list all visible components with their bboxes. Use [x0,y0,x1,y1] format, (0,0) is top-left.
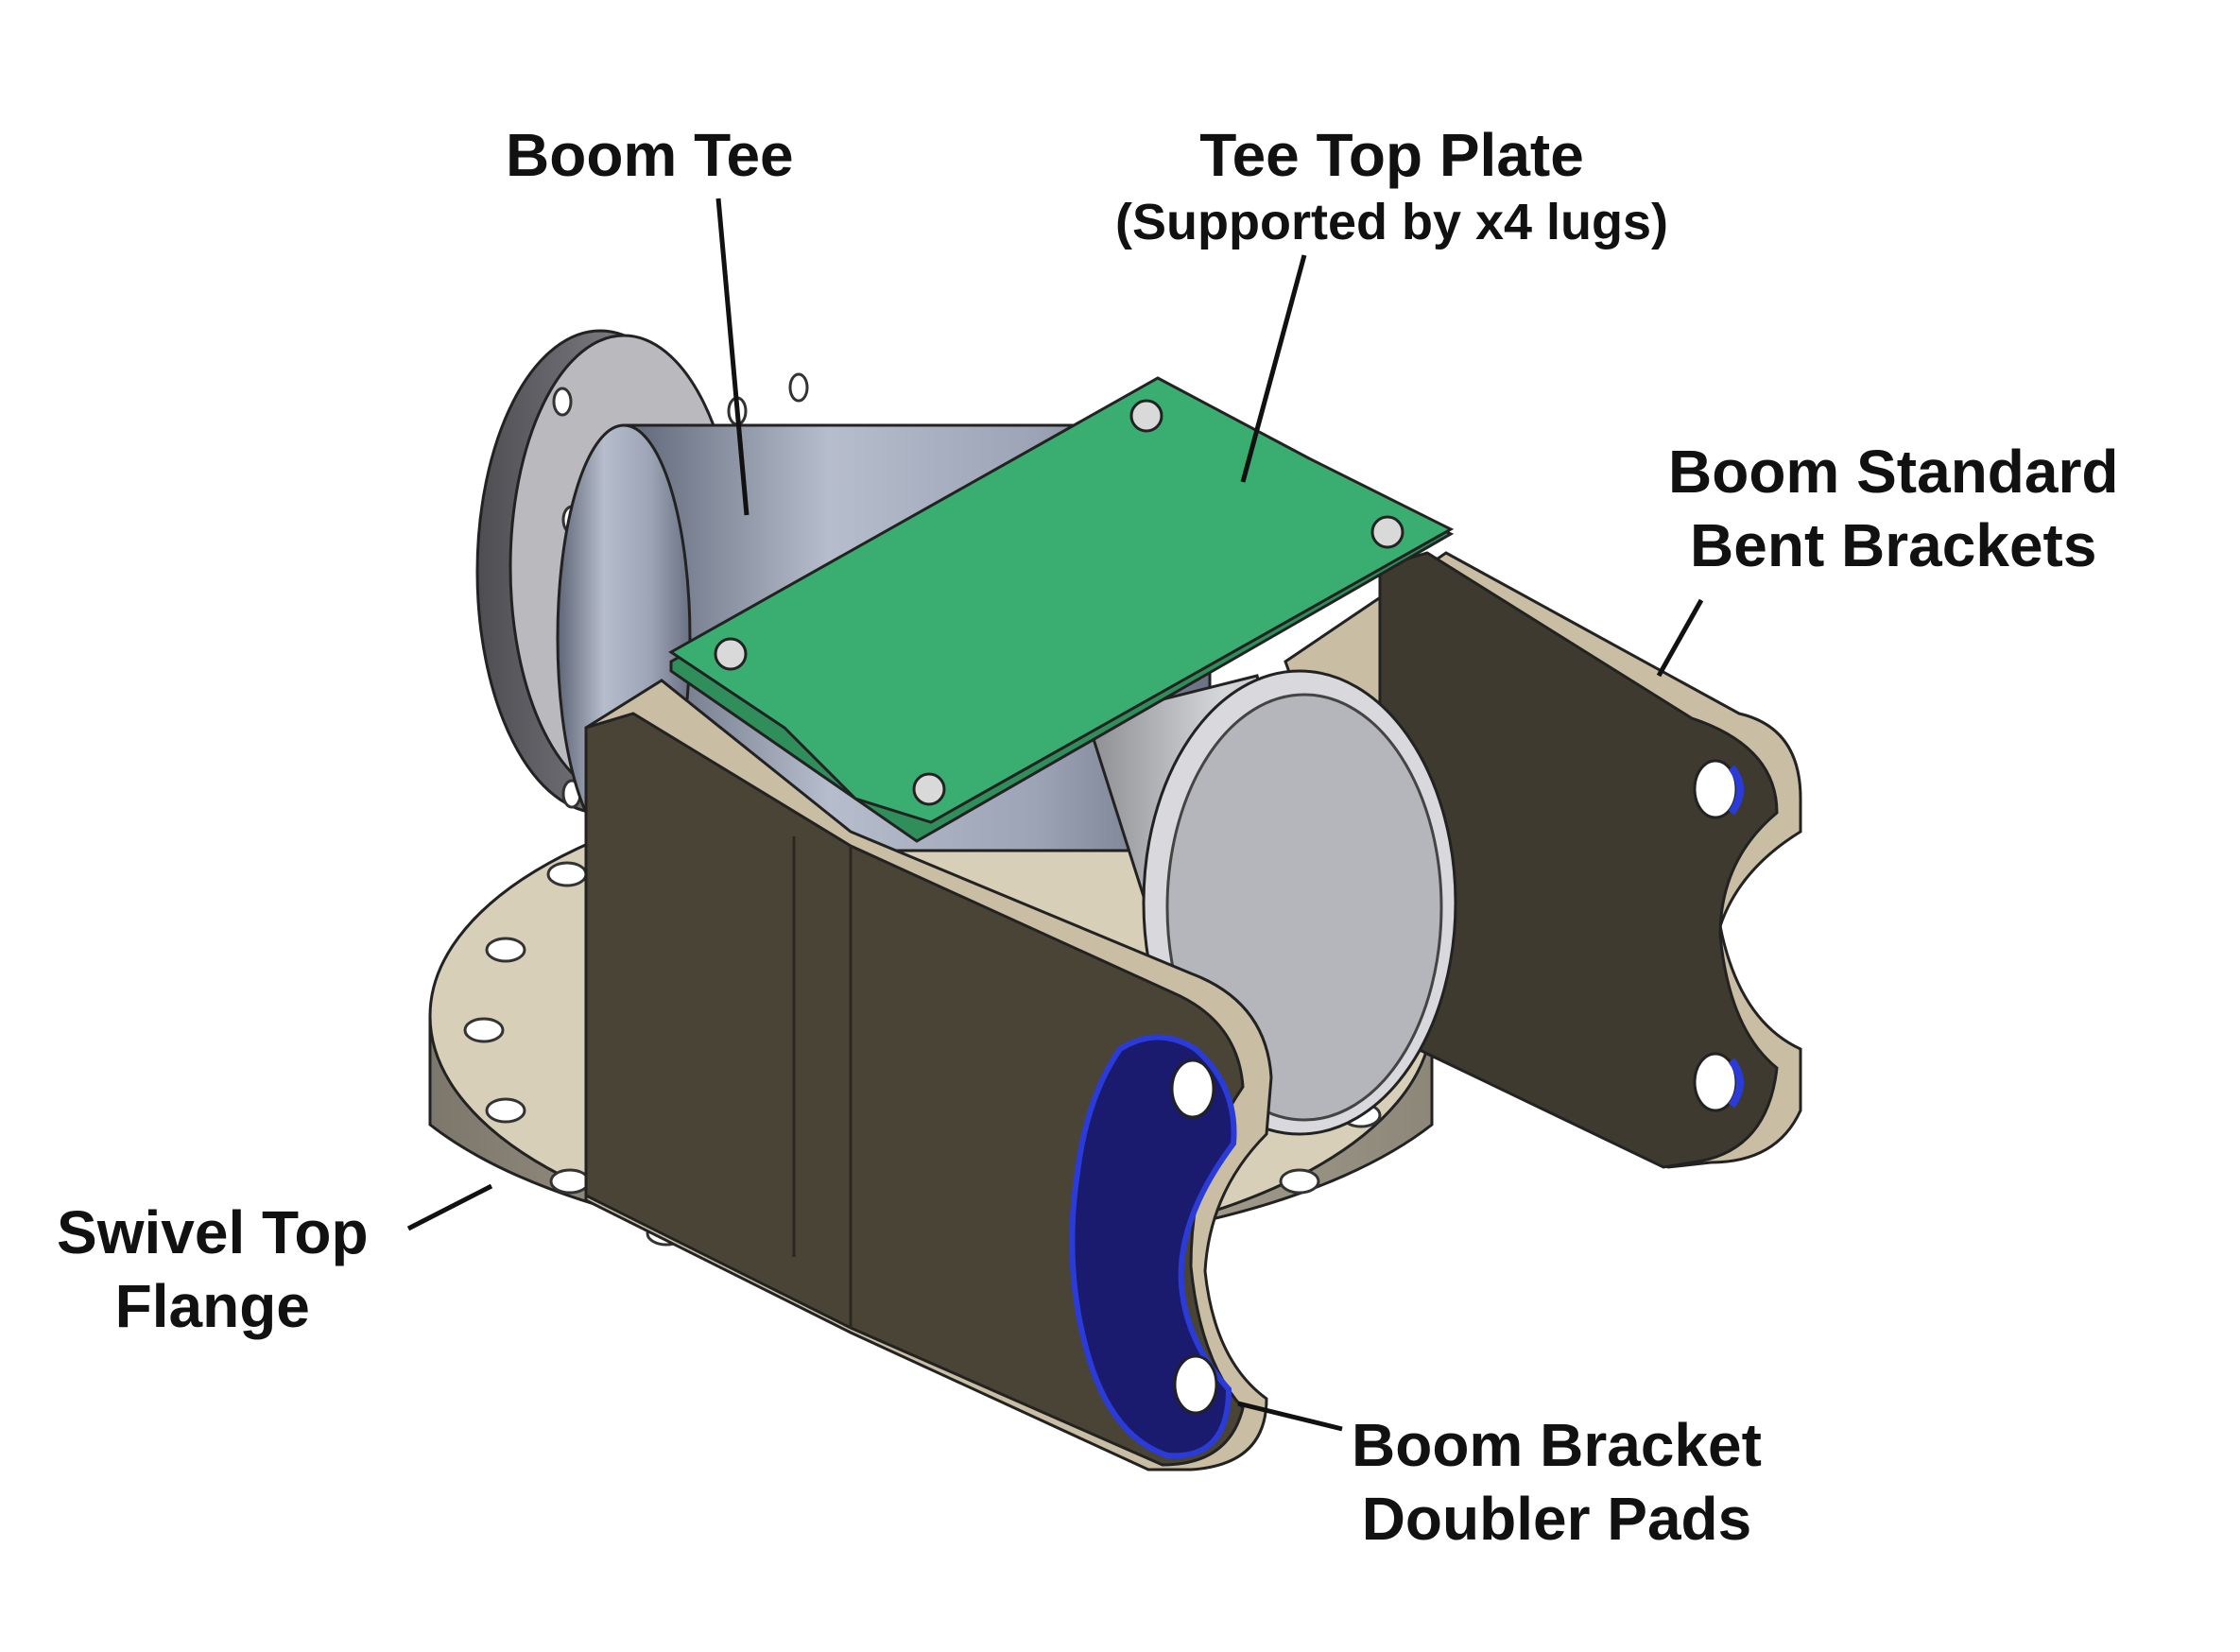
leader-swivel-flange [406,1183,493,1231]
label-tee-top-plate: Tee Top Plate (Supported by x4 lugs) [1115,118,1668,254]
label-swivel-top-flange-line2: Flange [114,1272,310,1341]
label-bent-brackets-line2: Bent Brackets [1690,511,2097,580]
label-bent-brackets-line1: Boom Standard [1668,438,2119,506]
leader-tee-top-plate [1240,254,1307,483]
label-boom-tee: Boom Tee [506,118,794,192]
label-boom-tee-line1: Boom Tee [506,121,794,189]
label-boom-bracket-doubler-pads: Boom Bracket Doubler Pads [1352,1408,1762,1556]
tee-top-plate [668,376,1455,843]
boom-bracket-doubler-pad [1069,1034,1237,1459]
label-swivel-top-flange: Swivel Top Flange [57,1196,369,1343]
label-doubler-pads-line2: Doubler Pads [1361,1485,1752,1554]
leader-lines [406,198,1704,1432]
label-boom-standard-bent-brackets: Boom Standard Bent Brackets [1668,435,2118,582]
leader-doubler-pads [1237,1401,1343,1432]
leader-bent-brackets [1656,598,1704,678]
label-tee-top-plate-line1: Tee Top Plate [1199,121,1584,189]
label-tee-top-plate-line2: (Supported by x4 lugs) [1115,194,1669,251]
label-doubler-pads-line1: Boom Bracket [1352,1411,1762,1479]
leader-boom-tee [715,198,750,516]
label-swivel-top-flange-line1: Swivel Top [57,1198,369,1266]
